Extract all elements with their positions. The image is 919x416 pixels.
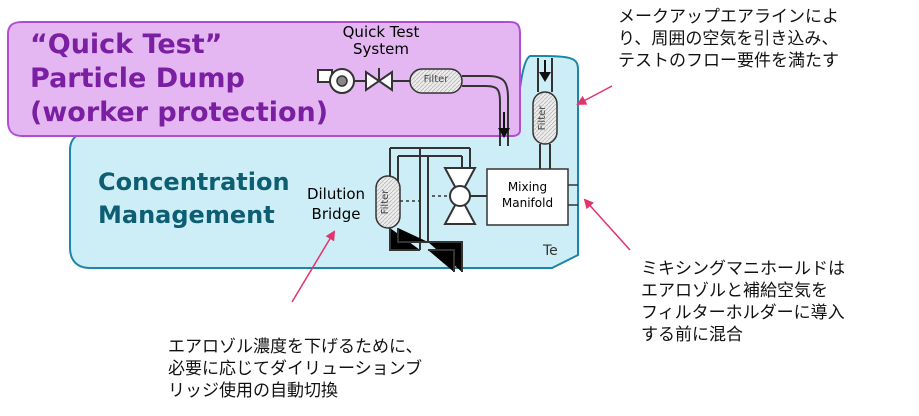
mixing-annotation-line-2: エアロゾルと補給空気を bbox=[641, 281, 828, 301]
dilution-filter-label: Filter bbox=[380, 189, 391, 215]
concentration-title-line-2: Management bbox=[98, 201, 275, 229]
quick-test-title-line-3: (worker protection) bbox=[30, 97, 329, 128]
makeup-annotation-line-1: メークアップエアラインによ bbox=[618, 7, 839, 27]
mixing-annotation-line-3: フィルターホルダーに導入 bbox=[641, 303, 845, 323]
quick-test-system-label: Quick Test System bbox=[334, 24, 428, 58]
makeup-annotation-line-2: り、周囲の空気を引き込み、 bbox=[618, 29, 839, 49]
dilution-label-line-1: Dilution bbox=[306, 185, 366, 203]
dilution-annotation-line-1: エアロゾル濃度を下げるために、 bbox=[168, 337, 423, 357]
makeup-air-annotation: メークアップエアラインによ り、周囲の空気を引き込み、 テストのフロー要件を満た… bbox=[618, 6, 839, 72]
makeup-annotation-arrow bbox=[576, 85, 613, 105]
bridge-center-pipe bbox=[419, 148, 429, 250]
mixing-manifold-annotation: ミキシングマニホールドは エアロゾルと補給空気を フィルターホルダーに導入 する… bbox=[641, 258, 845, 346]
dilution-annotation-line-3: リッジ使用の自動切換 bbox=[168, 381, 338, 401]
makeup-filter-label: Filter bbox=[537, 105, 548, 131]
concentration-title-line-1: Concentration bbox=[98, 168, 290, 196]
quick-test-title-line-2: Particle Dump bbox=[30, 63, 245, 94]
dilution-bridge-annotation: エアロゾル濃度を下げるために、 必要に応じてダイリューションブ リッジ使用の自動… bbox=[168, 336, 423, 402]
large-valve-icon bbox=[432, 167, 487, 225]
mixing-label-line-2: Manifold bbox=[501, 196, 554, 210]
quick-test-title: “Quick Test” Particle Dump (worker prote… bbox=[30, 28, 328, 130]
quick-test-region bbox=[7, 21, 521, 137]
fan-icon bbox=[317, 68, 355, 94]
mixing-manifold bbox=[486, 168, 569, 226]
quick-filter-label: Filter bbox=[423, 74, 449, 85]
system-label-line-2: System bbox=[353, 40, 409, 58]
dilution-annotation-arrow bbox=[291, 230, 336, 303]
mixing-manifold-label: Mixing Manifold bbox=[487, 179, 568, 211]
makeup-filter bbox=[532, 91, 558, 145]
dilution-annotation-line-2: 必要に応じてダイリューションブ bbox=[168, 359, 423, 379]
mixing-annotation-line-4: する前に混合 bbox=[641, 325, 743, 345]
makeup-inlet bbox=[537, 58, 553, 92]
makeup-flow-arrow bbox=[539, 72, 551, 82]
quick-duct-outer bbox=[462, 75, 509, 146]
makeup-annotation-line-3: テストのフロー要件を満たす bbox=[618, 51, 839, 71]
valve-icon bbox=[365, 68, 393, 92]
mixing-label-line-1: Mixing bbox=[507, 180, 548, 194]
quick-test-title-line-1: “Quick Test” bbox=[30, 29, 223, 60]
system-label-line-1: Quick Test bbox=[342, 23, 420, 41]
cut-off-text: Te bbox=[543, 243, 558, 259]
quick-duct-inner bbox=[462, 85, 501, 146]
quick-filter bbox=[409, 68, 463, 94]
dilution-filter bbox=[375, 175, 401, 229]
dilution-bridge-label: Dilution Bridge bbox=[300, 184, 372, 224]
mixing-annotation-line-1: ミキシングマニホールドは bbox=[641, 259, 845, 279]
mixing-annotation-arrow bbox=[583, 198, 631, 251]
concentration-title: Concentration Management bbox=[98, 166, 290, 232]
dilution-label-line-2: Bridge bbox=[311, 205, 361, 223]
